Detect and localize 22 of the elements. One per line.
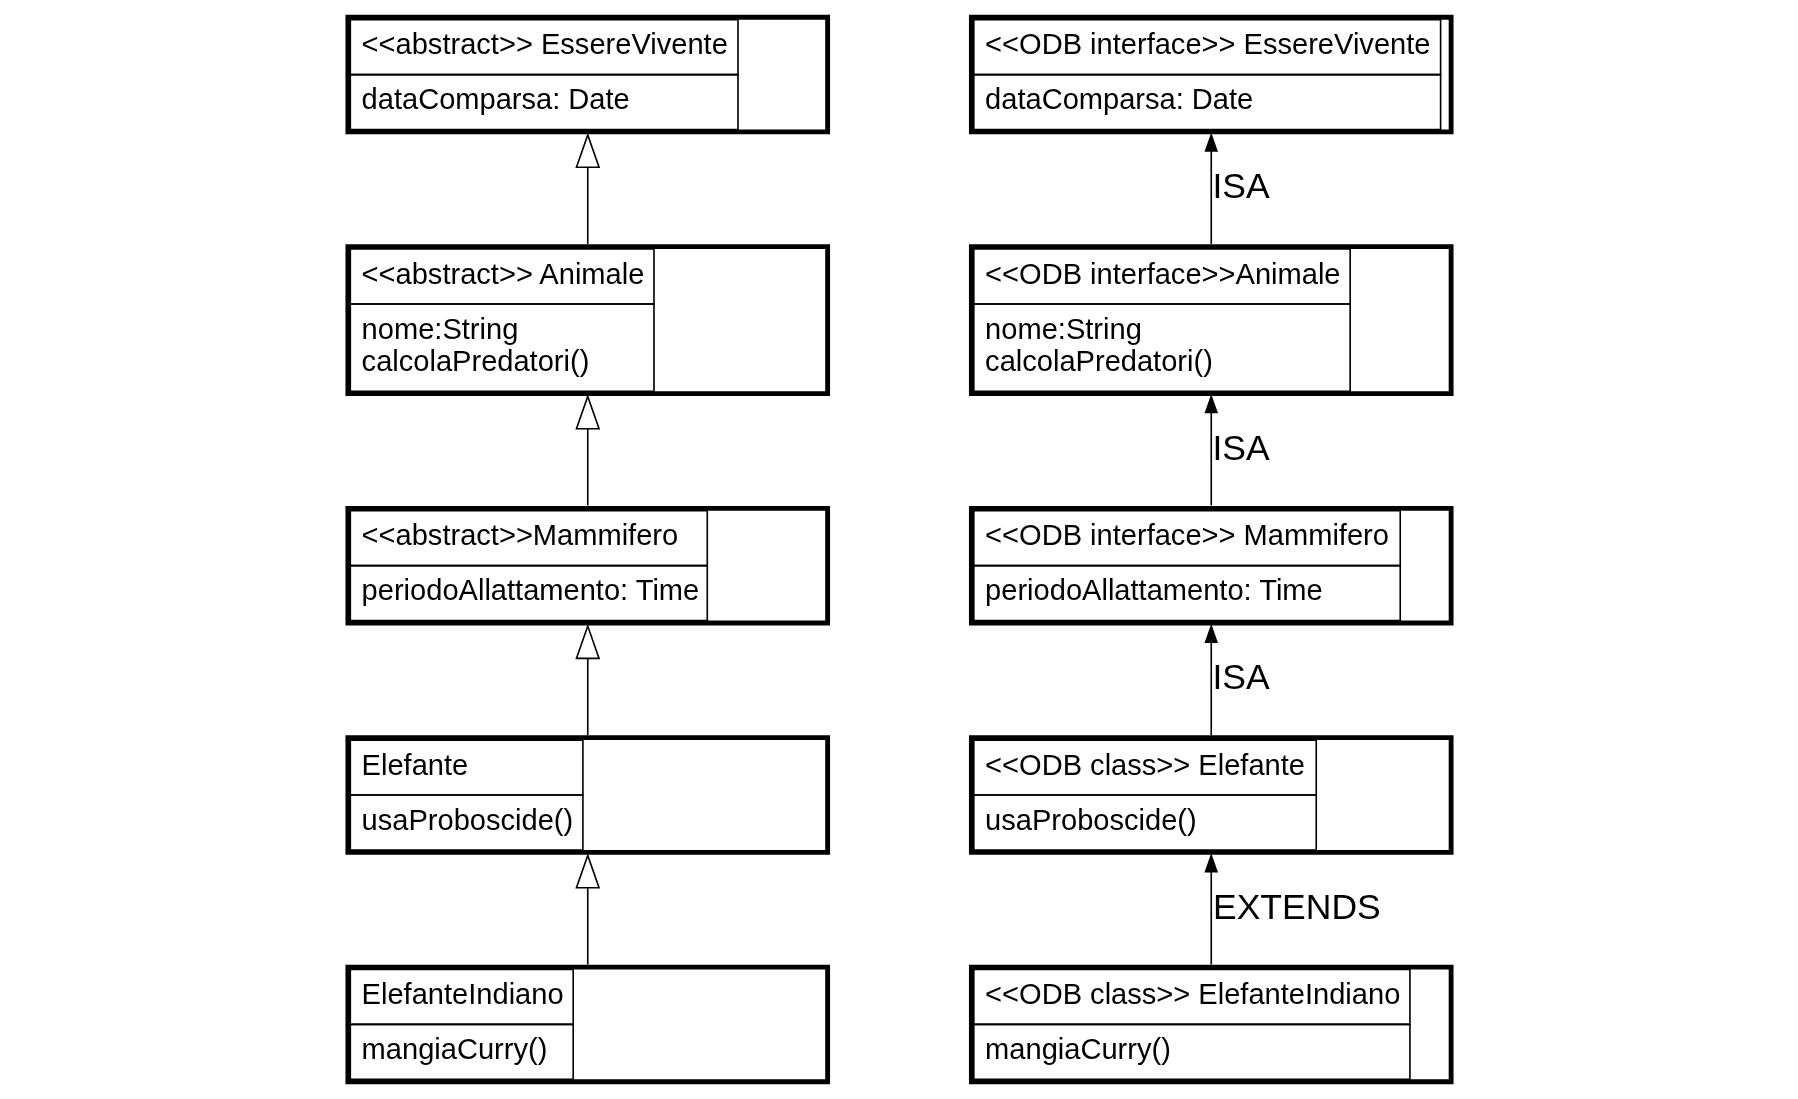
arrow (1203, 623, 1218, 736)
node-box: <<abstract>>Mammifero periodoAllattamento: Time (344, 505, 830, 626)
node-box: ElefanteIndiano mangiaCurry() (344, 964, 830, 1085)
arrow (574, 623, 600, 736)
node-box: <<ODB interface>> EssereVivente dataComparsa: Date (968, 14, 1454, 135)
node-box: <<abstract>> Animale nome:String calcolaPredatori() (344, 244, 830, 397)
node-box: <<ODB class>> Elefante usaProboscide() (968, 735, 1454, 855)
arrow (574, 393, 600, 507)
node-box: <<ODB interface>> Mammifero periodoAllattamento: Time (968, 505, 1454, 626)
node-box: <<ODB class>> ElefanteIndiano mangiaCurry() (968, 964, 1454, 1085)
arrow (574, 853, 600, 966)
node-box: <<abstract>> EssereVivente dataComparsa: Date (344, 14, 830, 135)
arrow (1203, 393, 1218, 507)
edge-label: ISA (1212, 657, 1270, 698)
edge-label: EXTENDS (1212, 886, 1381, 927)
arrow (574, 132, 600, 245)
node-box: Elefante usaProboscide() (344, 735, 830, 855)
arrow (1203, 132, 1218, 245)
edge-label: ISA (1212, 166, 1270, 207)
arrow (1203, 853, 1218, 966)
node-box: <<ODB interface>>Animale nome:String calcolaPredatori() (968, 244, 1454, 397)
edge-label: ISA (1212, 428, 1270, 469)
